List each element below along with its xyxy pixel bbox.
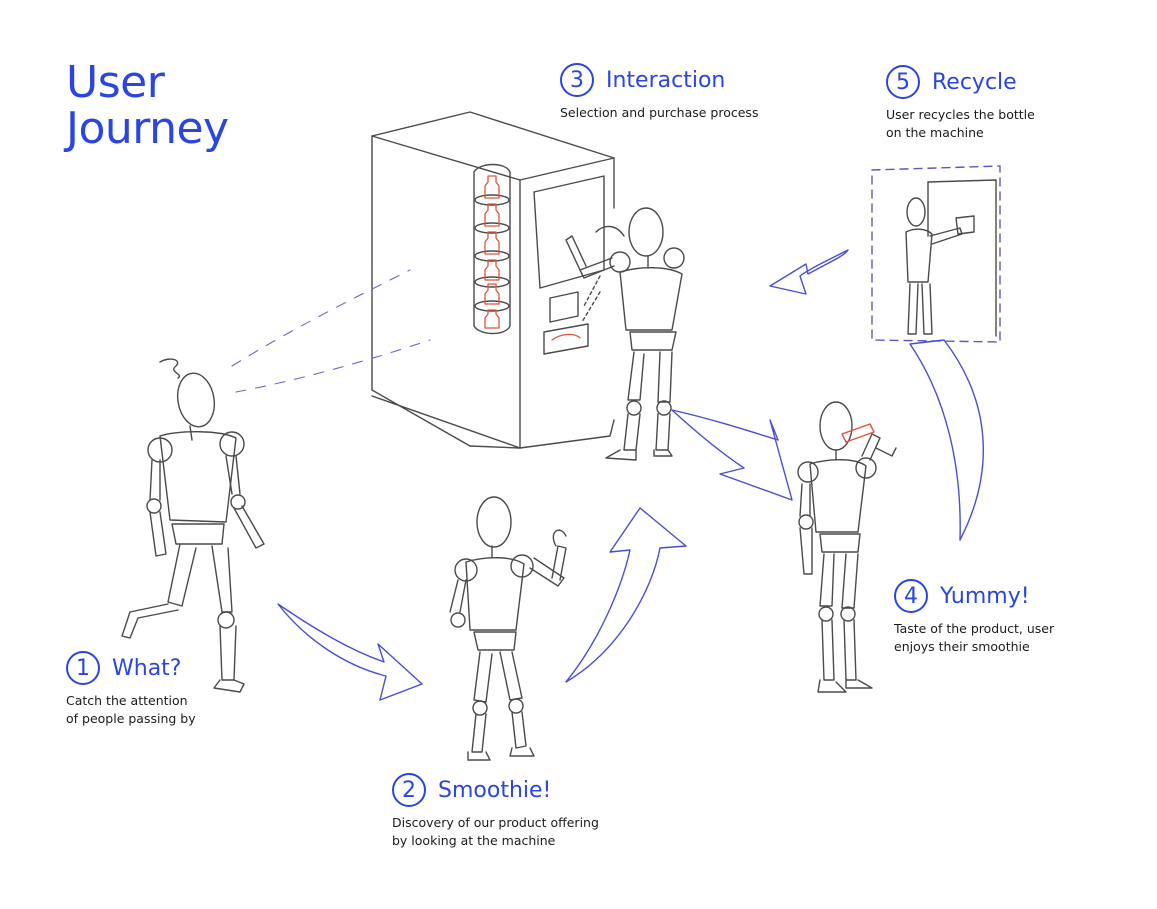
step-1-desc-line-2: of people passing by [66,711,196,726]
step-4: 4 Yummy! Taste of the product, user enjo… [894,576,1054,656]
journey-arrows [277,249,984,701]
arrow-1-to-2-icon [277,603,423,701]
figure-interacting-icon [565,207,685,461]
recycle-inset-icon [871,165,1001,343]
step-4-description: Taste of the product, user enjoys their … [894,620,1054,656]
step-2-desc-line-2: by looking at the machine [392,833,556,848]
step-5-number-badge: 5 [886,65,920,99]
bottles-icon [484,175,581,341]
arrow-return-icon [769,249,849,295]
step-1-description: Catch the attention of people passing by [66,692,196,728]
step-2: 2 Smoothie! Discovery of our product off… [392,770,599,850]
step-5: 5 Recycle User recycles the bottle on th… [886,62,1035,142]
step-1-label: What? [112,655,182,681]
step-3-description: Selection and purchase process [560,104,758,122]
step-5-label: Recycle [932,69,1017,95]
step-3: 3 Interaction Selection and purchase pro… [560,60,758,122]
page-title: User Journey [66,60,229,152]
step-2-description: Discovery of our product offering by loo… [392,814,599,850]
step-2-number-badge: 2 [392,773,426,807]
step-1-number-badge: 1 [66,651,100,685]
title-line-1: User [66,57,165,108]
figure-walking-icon [121,358,265,693]
arrow-3-to-4-icon [671,409,793,501]
figure-waving-icon [449,496,567,761]
step-3-desc-line-1: Selection and purchase process [560,105,759,120]
title-line-2: Journey [66,103,229,154]
step-4-label: Yummy! [940,583,1030,609]
vending-machine-icon [371,111,615,449]
step-5-desc-line-1: User recycles the bottle [886,107,1035,122]
step-3-number-badge: 3 [560,63,594,97]
bottle-drinking-icon [841,423,875,443]
arrow-2-to-3-icon [565,507,687,683]
step-4-number-badge: 4 [894,579,928,613]
step-5-description: User recycles the bottle on the machine [886,106,1035,142]
step-3-label: Interaction [606,67,726,93]
arrow-4-to-5-icon [909,339,984,541]
figure-drinking-icon [797,401,897,693]
step-4-desc-line-1: Taste of the product, user [894,621,1055,636]
step-2-desc-line-1: Discovery of our product offering [392,815,599,830]
step-1-desc-line-1: Catch the attention [66,693,188,708]
step-2-label: Smoothie! [438,777,552,803]
step-5-desc-line-2: on the machine [886,125,984,140]
step-4-desc-line-2: enjoys their smoothie [894,639,1030,654]
step-1: 1 What? Catch the attention of people pa… [66,648,196,728]
